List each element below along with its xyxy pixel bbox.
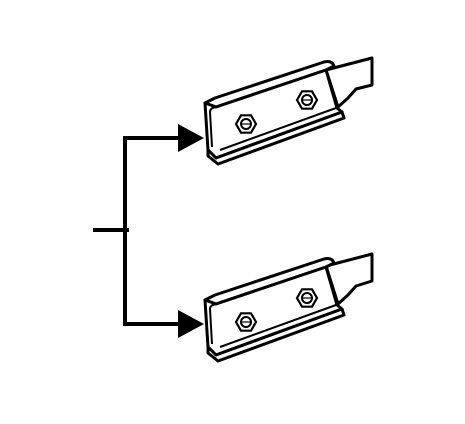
lower-arrowhead [178, 310, 204, 338]
upper-left-bolt-icon [234, 114, 258, 134]
upper-clamp-bracket [203, 56, 374, 166]
lower-clamp-bracket [203, 252, 374, 363]
upper-arrowhead [178, 124, 204, 152]
branch-connector [93, 124, 204, 338]
upper-right-bolt-icon [295, 90, 319, 110]
lower-right-bolt-icon [295, 288, 319, 308]
lower-left-bolt-icon [234, 312, 258, 332]
